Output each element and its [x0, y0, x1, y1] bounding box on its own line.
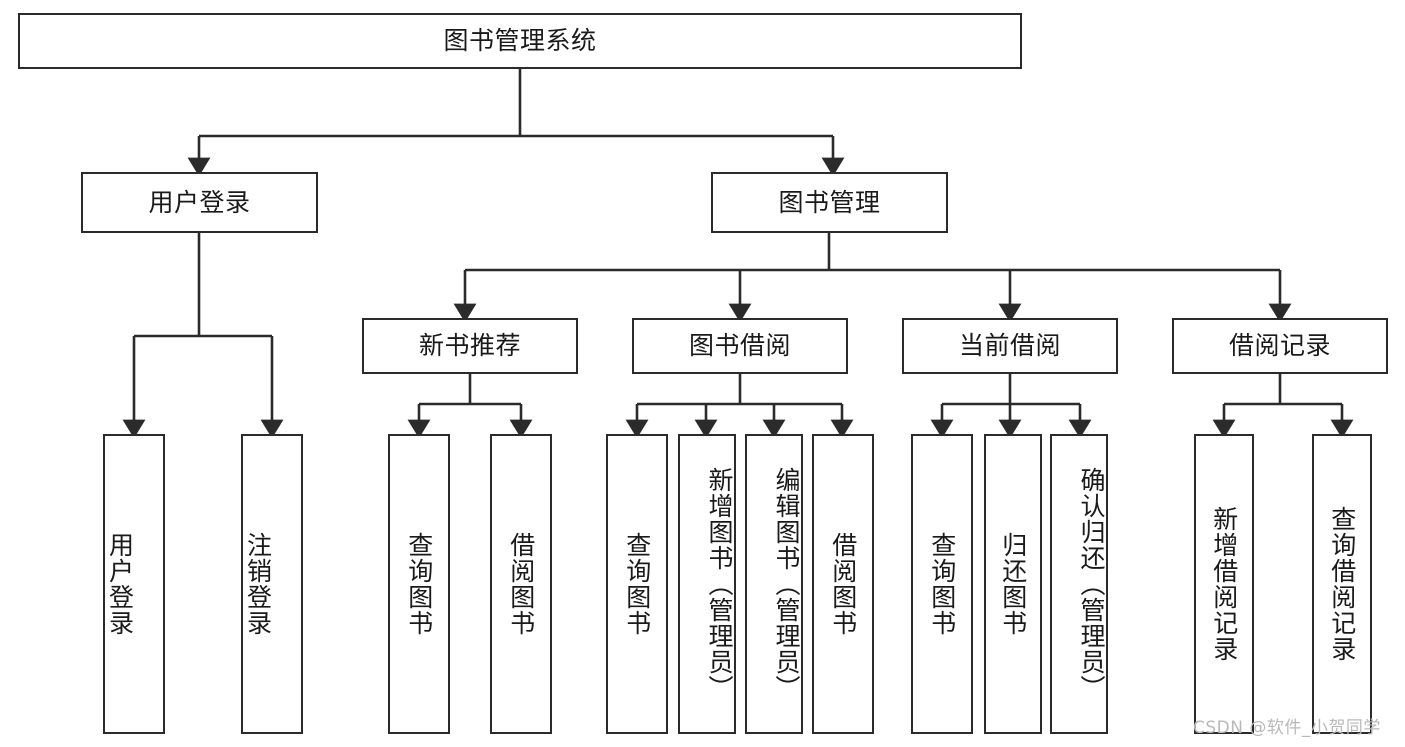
node-label: 图书借阅 [688, 331, 791, 360]
node-book-borrow[interactable]: 图书借阅 [632, 318, 848, 374]
node-book-management[interactable]: 图书管理 [711, 172, 948, 233]
leaf-logout[interactable]: 注销登录 [241, 434, 303, 734]
node-label: 图书管理 [778, 187, 881, 217]
node-label: 用户登录 [148, 187, 251, 217]
node-label: 用户登录 [105, 532, 135, 636]
node-label: 新增图书（管理员） [705, 467, 734, 701]
node-new-book-recommend[interactable]: 新书推荐 [362, 318, 578, 374]
node-label: 注销登录 [243, 532, 273, 636]
node-label: 借阅记录 [1228, 331, 1331, 360]
leaf-query-borrow-record[interactable]: 查询借阅记录 [1312, 434, 1372, 734]
node-label: 确认归还（管理员） [1077, 467, 1106, 701]
leaf-query-book-borrow[interactable]: 查询图书 [606, 434, 668, 734]
node-label: 查询图书 [404, 532, 434, 636]
node-label: 借阅图书 [828, 532, 858, 636]
watermark: CSDN @软件_小贺同学 [1193, 718, 1381, 738]
node-label: 借阅图书 [506, 532, 536, 636]
leaf-borrow-book[interactable]: 借阅图书 [812, 434, 874, 734]
leaf-confirm-return-admin[interactable]: 确认归还（管理员） [1050, 434, 1108, 734]
leaf-add-borrow-record[interactable]: 新增借阅记录 [1194, 434, 1254, 734]
leaf-add-book-admin[interactable]: 新增图书（管理员） [678, 434, 736, 734]
leaf-edit-book-admin[interactable]: 编辑图书（管理员） [745, 434, 803, 734]
leaf-borrow-book-new[interactable]: 借阅图书 [490, 434, 552, 734]
node-label: 查询借阅记录 [1327, 506, 1357, 662]
node-label: 归还图书 [998, 532, 1028, 636]
node-user-login[interactable]: 用户登录 [81, 172, 318, 233]
leaf-query-book-new[interactable]: 查询图书 [388, 434, 450, 734]
node-borrow-record[interactable]: 借阅记录 [1172, 318, 1388, 374]
node-label: 查询图书 [622, 532, 652, 636]
node-current-borrow[interactable]: 当前借阅 [902, 318, 1118, 374]
node-label: 编辑图书（管理员） [772, 467, 801, 701]
node-root[interactable]: 图书管理系统 [18, 13, 1022, 69]
node-label: 当前借阅 [958, 331, 1061, 360]
node-label: 新书推荐 [418, 331, 521, 360]
leaf-return-book[interactable]: 归还图书 [984, 434, 1042, 734]
leaf-query-book-current[interactable]: 查询图书 [911, 434, 973, 734]
leaf-user-login[interactable]: 用户登录 [103, 434, 165, 734]
node-label: 图书管理系统 [443, 26, 597, 55]
node-label: 查询图书 [927, 532, 957, 636]
node-label: 新增借阅记录 [1209, 506, 1239, 662]
